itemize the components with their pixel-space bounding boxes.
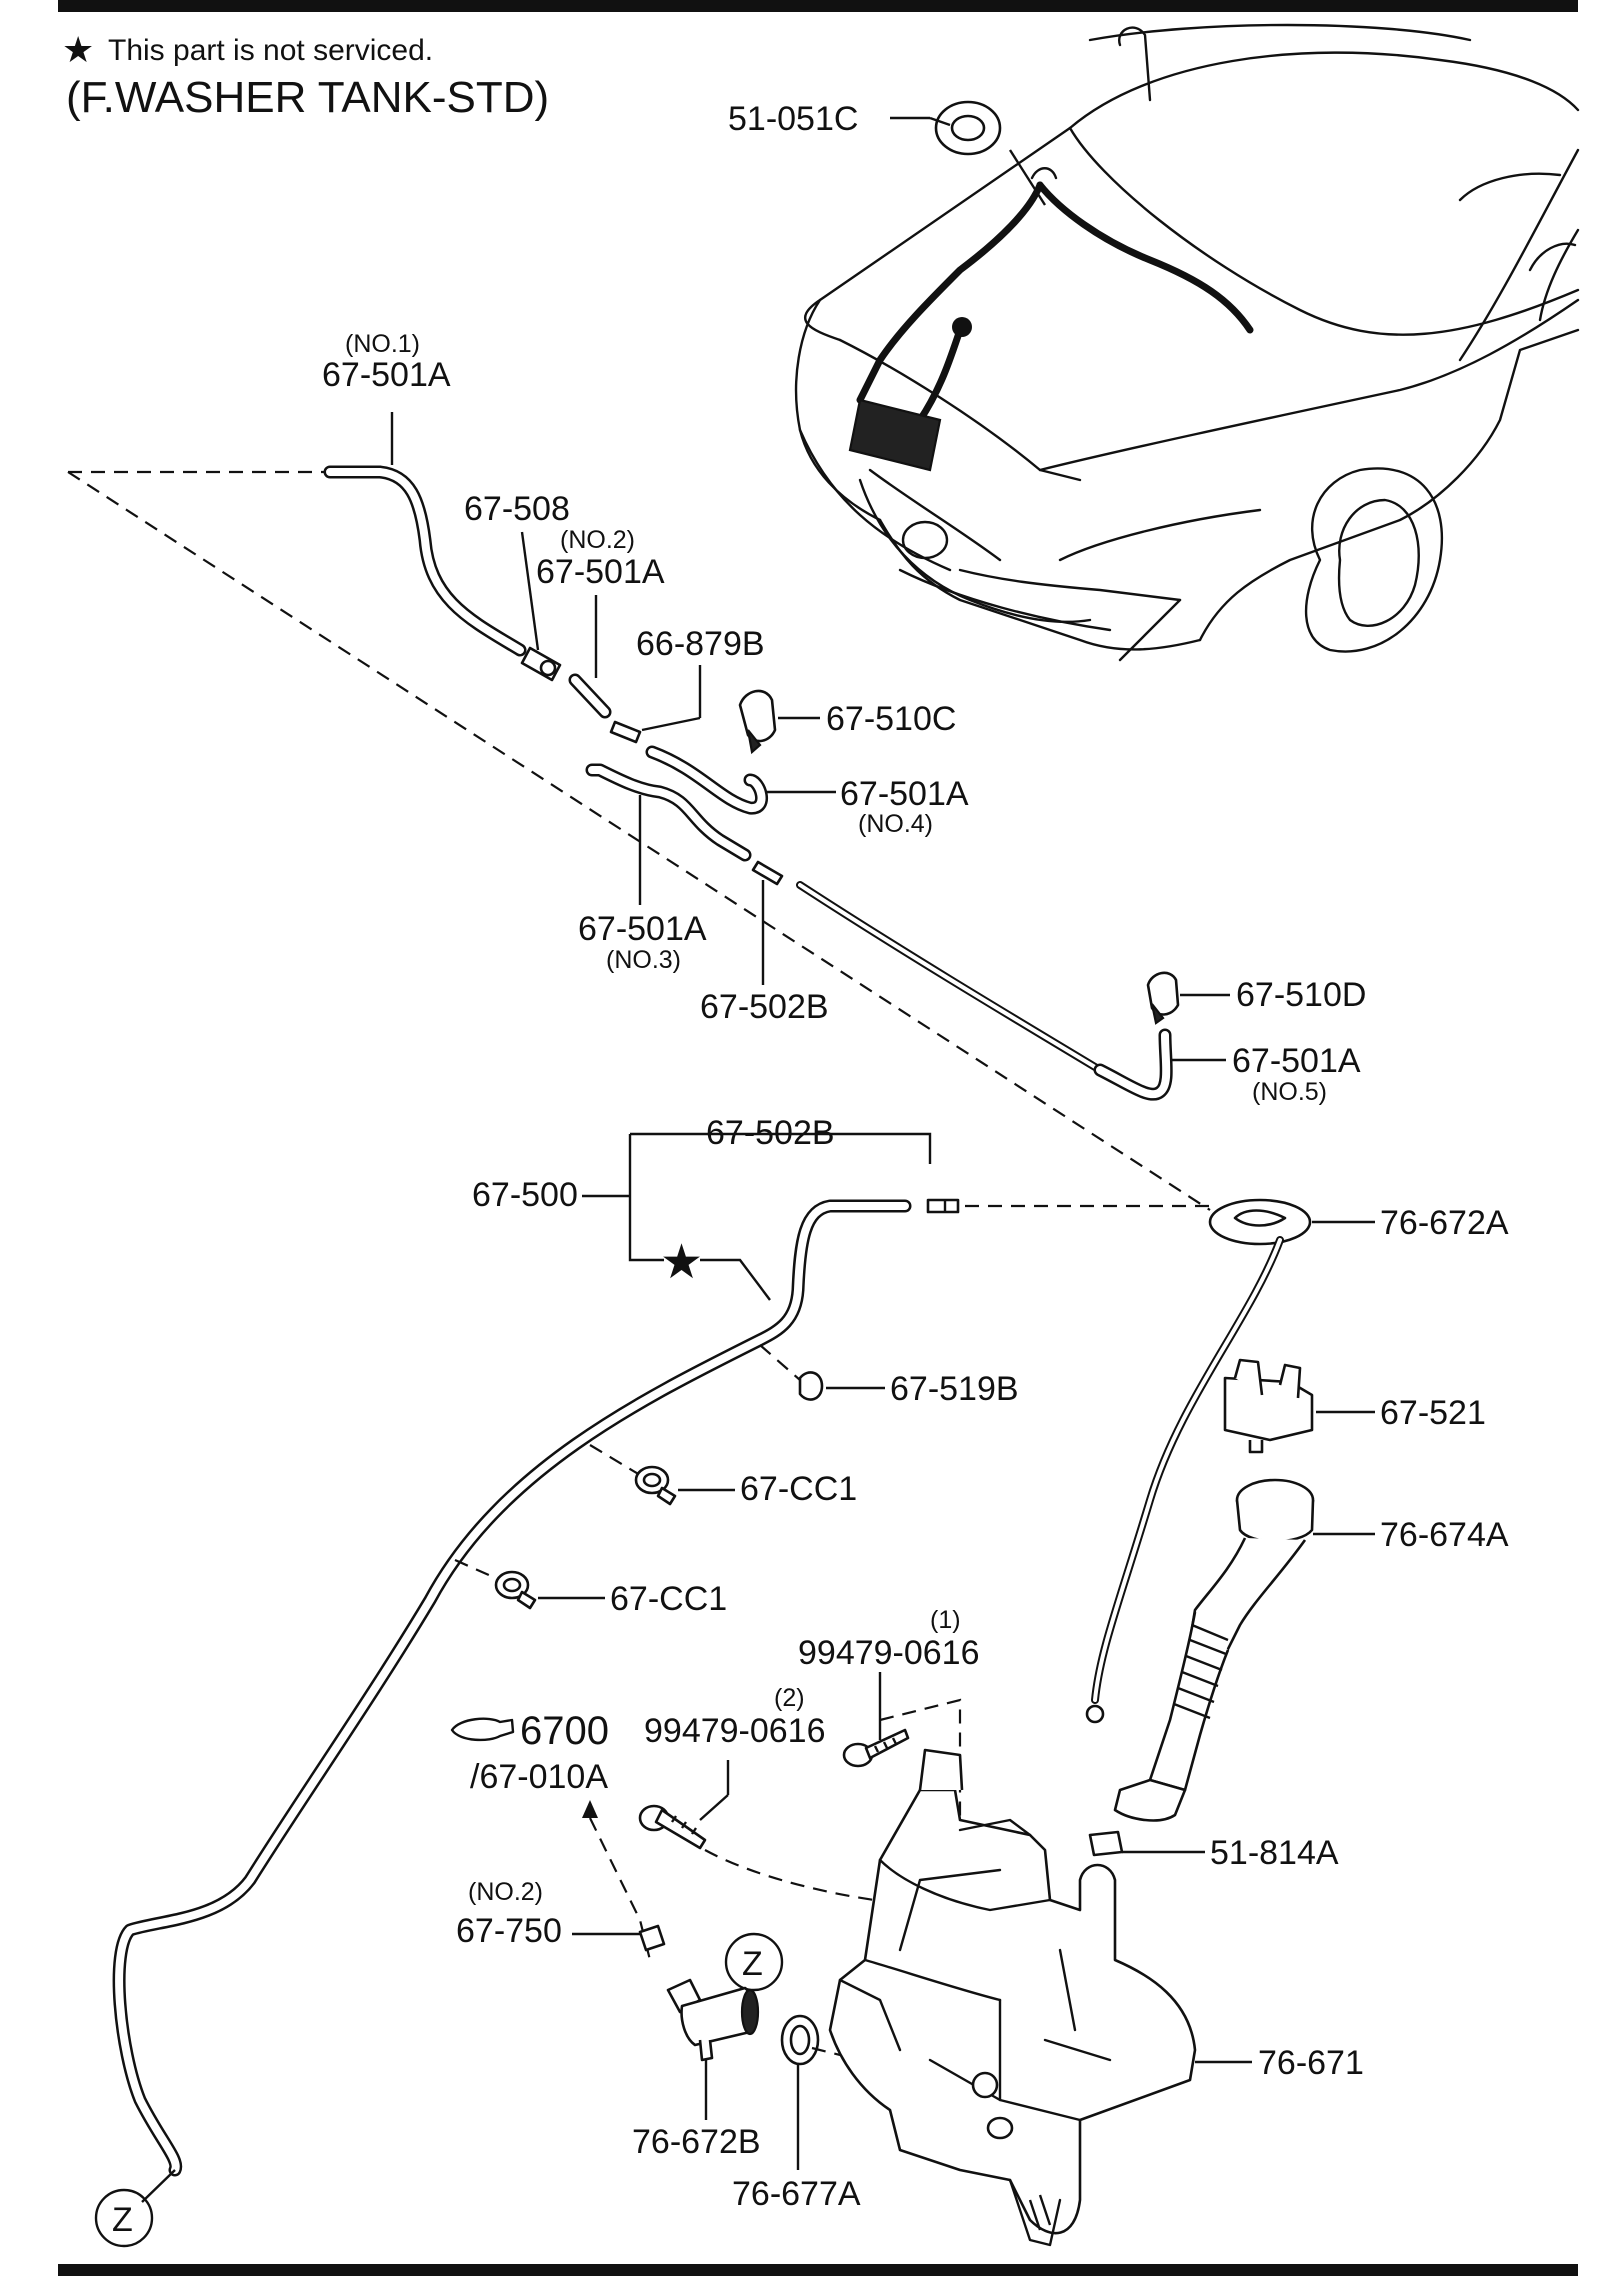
label-67-501A-no1-sub: (NO.1) (345, 330, 420, 358)
label-67-501A-no4: 67-501A (840, 775, 969, 813)
label-67-501A-no3-sub: (NO.3) (606, 946, 681, 974)
note-star-icon: ★ (62, 30, 94, 71)
part-67-CC1-lower (454, 1558, 605, 1610)
label-67-501A-no4-sub: (NO.4) (858, 810, 933, 838)
z-marker-top-label: Z (742, 1945, 763, 1983)
part-67-519B (759, 1344, 885, 1401)
label-99479-0616-2-sub: (2) (774, 1684, 805, 1712)
label-76-672B: 76-672B (632, 2123, 761, 2161)
not-serviced-star-icon: ★ (660, 1234, 703, 1290)
part-76-672B (666, 1978, 760, 2120)
top-border (58, 0, 1578, 12)
part-76-677A (780, 2014, 881, 2170)
part-76-672A (1085, 1198, 1375, 1724)
part-67-502B-lower (926, 1198, 960, 1214)
pointing-hand-icon (450, 1717, 515, 1742)
bottom-border (58, 2264, 1578, 2276)
z-marker-bottom-label: Z (112, 2201, 133, 2239)
z-marker-top (724, 1932, 784, 1992)
label-67-519B: 67-519B (890, 1370, 1019, 1408)
label-67-501A-no5: 67-501A (1232, 1042, 1361, 1080)
z-marker-bottom (94, 2169, 176, 2248)
label-67-501A-no2: 67-501A (536, 553, 665, 591)
part-99479-0616-1 (842, 1672, 962, 1840)
part-67-521 (1223, 1358, 1375, 1454)
label-76-677A: 76-677A (732, 2175, 861, 2213)
label-99479-0616-2: 99479-0616 (644, 1712, 826, 1750)
label-67-CC1-lower: 67-CC1 (610, 1580, 727, 1618)
label-67-510D: 67-510D (1236, 976, 1366, 1014)
label-67-750-sub: (NO.2) (468, 1878, 543, 1906)
label-67-521: 67-521 (1380, 1394, 1486, 1432)
bracket-67-500 (582, 1132, 932, 1301)
label-51-814A: 51-814A (1210, 1834, 1339, 1872)
car-front-illustration (794, 23, 1580, 662)
ref-sub-67-010A: /67-010A (470, 1758, 608, 1796)
hose-67-501A-no1 (323, 412, 527, 657)
part-67-502B-upper (751, 860, 784, 985)
label-67-501A-no3: 67-501A (578, 910, 707, 948)
part-67-750 (572, 1924, 666, 1952)
diagram-title: (F.WASHER TANK-STD) (66, 73, 549, 122)
label-99479-0616-1-sub: (1) (930, 1606, 961, 1634)
hose-67-501A-no2 (568, 595, 612, 719)
part-66-879B (609, 665, 702, 744)
hose-long-right (796, 881, 1144, 1094)
label-67-750: 67-750 (456, 1912, 562, 1950)
label-99479-0616-1: 99479-0616 (798, 1634, 980, 1672)
label-66-879B: 66-879B (636, 625, 765, 663)
note-text: This part is not serviced. (108, 34, 433, 67)
label-67-502B-upper: 67-502B (700, 988, 829, 1026)
part-51-814A (1088, 1830, 1205, 1857)
label-67-510C: 67-510C (826, 700, 956, 738)
label-67-501A-no2-sub: (NO.2) (560, 526, 635, 554)
label-67-502B-lower: 67-502B (706, 1114, 835, 1152)
part-76-674A (1113, 1478, 1375, 1822)
label-76-674A: 76-674A (1380, 1516, 1509, 1554)
hose-67-501A-no4 (645, 745, 836, 815)
label-67-501A-no5-sub: (NO.5) (1252, 1078, 1327, 1106)
hose-67-500 (112, 1199, 912, 2177)
label-67-508: 67-508 (464, 490, 570, 528)
hose-67-501A-no5 (1093, 1028, 1226, 1101)
part-67-508 (520, 531, 562, 682)
label-51-051C: 51-051C (728, 100, 858, 138)
part-76-671 (828, 1748, 1252, 2247)
part-67-510C (738, 689, 820, 755)
part-67-510D (1146, 971, 1230, 1025)
label-76-672A: 76-672A (1380, 1204, 1509, 1242)
label-67-501A-no1: 67-501A (322, 356, 451, 394)
label-67-500: 67-500 (472, 1176, 578, 1214)
label-67-CC1-upper: 67-CC1 (740, 1470, 857, 1508)
hose-67-501A-no3 (585, 763, 752, 905)
label-76-671: 76-671 (1258, 2044, 1364, 2082)
part-67-CC1-upper (589, 1444, 735, 1506)
part-51-051C (890, 100, 1002, 156)
ref-number-6700: 6700 (520, 1709, 609, 1753)
arrow-up-icon (582, 1800, 598, 1818)
